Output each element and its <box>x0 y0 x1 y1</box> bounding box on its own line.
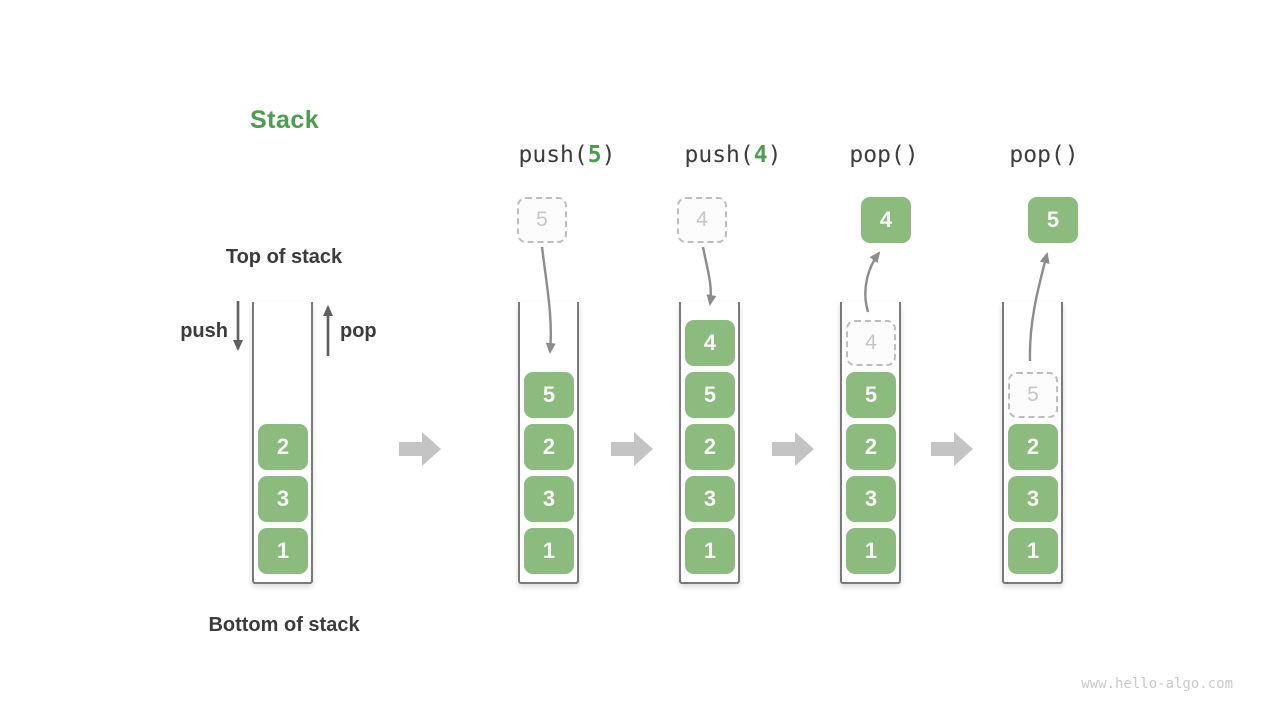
stack-element-ghost: 5 <box>1008 372 1058 418</box>
stack-element-ghost: 4 <box>846 320 896 366</box>
bottom-of-stack-label: Bottom of stack <box>208 614 360 636</box>
stack-element: 5 <box>685 372 735 418</box>
watermark: www.hello-algo.com <box>1081 676 1233 692</box>
incoming-element-box: 5 <box>517 197 567 243</box>
stack-element: 3 <box>258 476 308 522</box>
stack-element: 3 <box>1008 476 1058 522</box>
state-transition-arrow-icon <box>611 432 653 466</box>
pop-label: pop <box>340 320 377 342</box>
operation-label-push-5: push(5) <box>487 142 647 172</box>
stack-element: 3 <box>846 476 896 522</box>
stack-element: 1 <box>524 528 574 574</box>
stack-element: 5 <box>524 372 574 418</box>
incoming-element-box: 4 <box>677 197 727 243</box>
op-text: pop() <box>849 142 919 168</box>
stack-element: 2 <box>524 424 574 470</box>
popped-element-box: 5 <box>1028 197 1078 243</box>
op-text: push( <box>518 142 588 168</box>
op-text: push( <box>684 142 754 168</box>
diagram-title: Stack <box>250 106 320 134</box>
stack-element: 2 <box>846 424 896 470</box>
operation-label-pop-1: pop() <box>804 142 964 172</box>
push-label: push <box>180 320 228 342</box>
state-transition-arrow-icon <box>399 432 441 466</box>
stack-element: 4 <box>685 320 735 366</box>
op-text: ) <box>767 142 782 168</box>
stack-element: 1 <box>1008 528 1058 574</box>
stack-element: 2 <box>1008 424 1058 470</box>
op-text: ) <box>601 142 616 168</box>
operation-label-push-4: push(4) <box>653 142 813 172</box>
stack-element: 3 <box>685 476 735 522</box>
popped-element-box: 4 <box>861 197 911 243</box>
stack-element: 1 <box>685 528 735 574</box>
push-4-arrow-icon <box>701 246 717 306</box>
op-arg: 5 <box>587 142 602 168</box>
operation-label-pop-2: pop() <box>964 142 1124 172</box>
stack-element: 2 <box>685 424 735 470</box>
op-arg: 4 <box>753 142 768 168</box>
state-transition-arrow-icon <box>772 432 814 466</box>
stack-element: 1 <box>846 528 896 574</box>
op-text: pop() <box>1009 142 1079 168</box>
stack-element: 2 <box>258 424 308 470</box>
stack-element: 5 <box>846 372 896 418</box>
stack-element: 1 <box>258 528 308 574</box>
state-transition-arrow-icon <box>931 432 973 466</box>
top-of-stack-label: Top of stack <box>225 246 343 268</box>
stack-element: 3 <box>524 476 574 522</box>
